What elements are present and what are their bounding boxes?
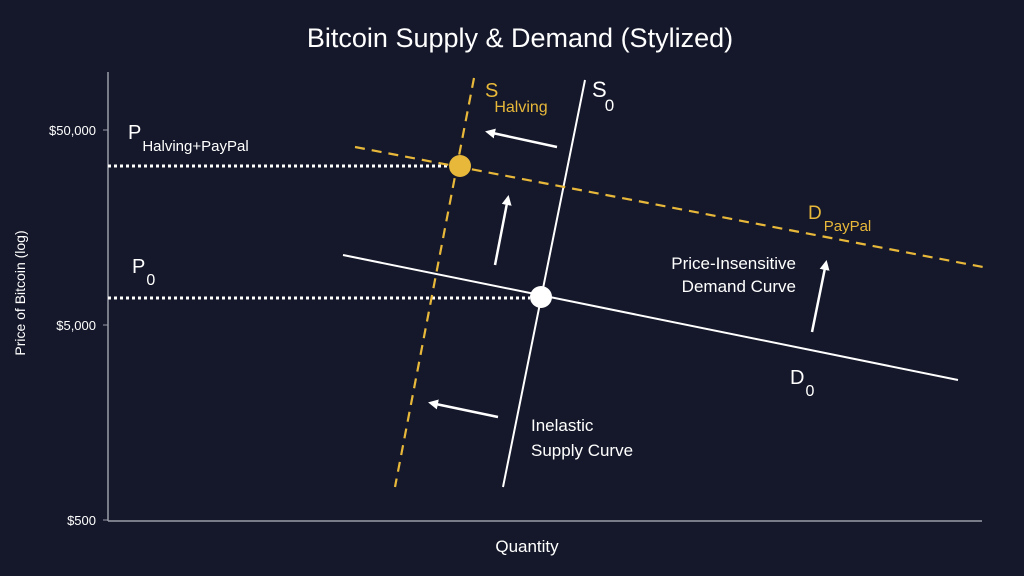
y-tick-label: $50,000	[49, 123, 96, 138]
label-d0: D0	[790, 367, 814, 400]
shift-arrow	[493, 195, 512, 266]
annotation-supply: Supply Curve	[531, 441, 633, 460]
label-p0: P0	[132, 256, 155, 289]
y-axis-label: Price of Bitcoin (log)	[12, 230, 28, 355]
shift-arrow	[485, 128, 558, 149]
annotation-supply: Inelastic	[531, 416, 594, 435]
label-p-halving-paypal: PHalving+PayPal	[128, 122, 249, 155]
series-s0	[502, 79, 586, 488]
annotation-demand: Demand Curve	[682, 277, 796, 296]
shift-arrow	[810, 260, 830, 333]
shift-arrow	[428, 399, 499, 419]
y-tick-label: $5,000	[56, 318, 96, 333]
equilibrium-original	[530, 286, 552, 308]
series-d0	[342, 254, 959, 381]
x-axis-label: Quantity	[495, 537, 559, 556]
label-d-paypal: DPayPal	[808, 203, 871, 235]
y-tick-label: $500	[67, 513, 96, 528]
equilibrium-new	[449, 155, 471, 177]
annotation-demand: Price-Insensitive	[671, 254, 796, 273]
chart-title: Bitcoin Supply & Demand (Stylized)	[307, 23, 733, 53]
series-s-halving	[393, 77, 476, 488]
